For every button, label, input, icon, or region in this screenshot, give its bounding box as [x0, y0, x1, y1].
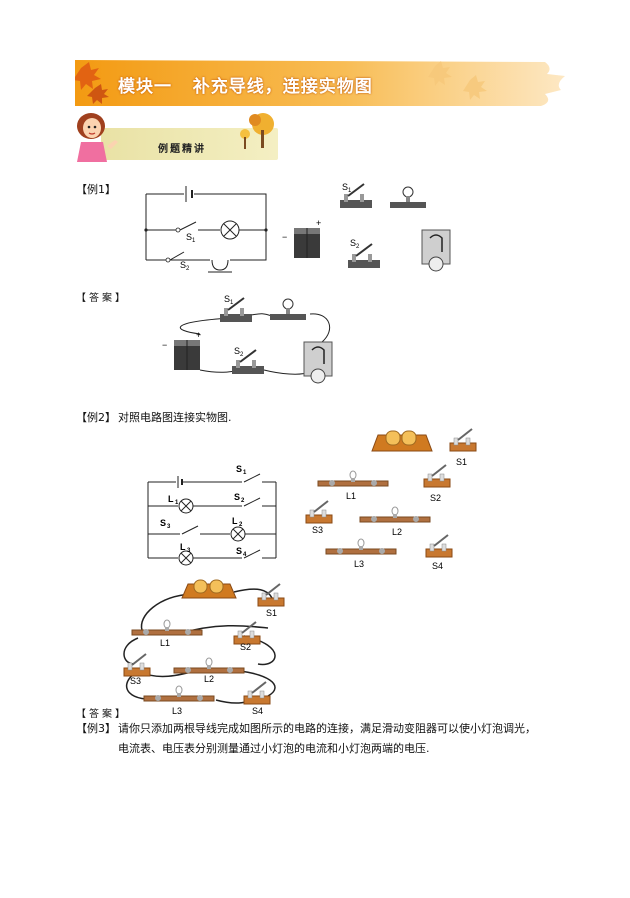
- svg-text:S: S: [236, 546, 242, 556]
- s2-label: S: [180, 260, 186, 270]
- svg-text:S: S: [160, 518, 166, 528]
- example-1-answer-diagram: S 1 + − S 2: [162, 294, 333, 384]
- svg-text:S: S: [236, 464, 242, 474]
- svg-text:L: L: [180, 542, 186, 552]
- svg-text:S4: S4: [432, 561, 443, 571]
- svg-text:S: S: [234, 346, 240, 356]
- bulb-holder-icon: [317, 470, 389, 487]
- s1-label: S: [186, 232, 192, 242]
- bulb-holder-icon: [390, 186, 426, 208]
- svg-text:2: 2: [356, 244, 360, 250]
- battery-holder-icon: [371, 430, 433, 452]
- knife-switch-icon: [220, 297, 252, 322]
- example-3-question-line1: 请你只添加两根导线完成如图所示的电路的连接，满足滑动变阻器可以使小灯泡调光，: [118, 722, 536, 735]
- svg-text:2: 2: [239, 522, 243, 528]
- example-1-answer-label: 【答案】: [76, 293, 128, 304]
- electric-bell-icon: [303, 341, 333, 384]
- svg-text:+: +: [316, 218, 321, 228]
- svg-text:S: S: [342, 182, 348, 192]
- svg-text:L3: L3: [354, 559, 364, 569]
- svg-text:S1: S1: [456, 457, 467, 467]
- knife-switch-icon: [449, 428, 477, 452]
- module-title: 模块一 补充导线，连接实物图: [118, 77, 373, 97]
- example-2-question: 对照电路图连接实物图.: [118, 411, 232, 424]
- knife-switch-icon: [123, 653, 151, 677]
- example-2-schematic: S 1 S 2 S 3 S 4 L 1 L 2 L 3: [147, 464, 277, 566]
- bulb-holder-icon: [359, 506, 431, 523]
- bulb-holder-icon: [325, 538, 397, 555]
- svg-text:L: L: [232, 516, 238, 526]
- svg-text:S: S: [234, 492, 240, 502]
- svg-text:−: −: [282, 232, 287, 242]
- example-2-answer-label: 【答案】: [76, 709, 128, 720]
- svg-text:+: +: [196, 330, 201, 340]
- svg-text:1: 1: [230, 300, 234, 306]
- example-2-components: S1 L1 S2 S3 L2 L3 S4: [305, 428, 477, 571]
- bulb-holder-icon: [143, 685, 215, 702]
- knife-switch-icon: [340, 183, 372, 208]
- svg-text:1: 1: [243, 470, 247, 476]
- svg-text:1: 1: [175, 500, 179, 506]
- example-1-schematic: S 1 S 2: [144, 186, 268, 273]
- svg-text:L: L: [168, 494, 174, 504]
- svg-text:S3: S3: [130, 676, 141, 686]
- autumn-tree-icon: [240, 113, 274, 149]
- battery-box-icon: [174, 340, 200, 370]
- svg-text:L2: L2: [392, 527, 402, 537]
- svg-text:2: 2: [186, 266, 190, 272]
- electric-bell-icon: [421, 229, 451, 272]
- svg-text:S2: S2: [430, 493, 441, 503]
- bulb-holder-icon: [173, 657, 245, 674]
- svg-text:2: 2: [240, 352, 244, 358]
- knife-switch-icon: [425, 534, 453, 558]
- knife-switch-icon: [348, 243, 380, 268]
- knife-switch-icon: [257, 583, 285, 607]
- svg-text:S3: S3: [312, 525, 323, 535]
- knife-switch-icon: [243, 681, 271, 705]
- knife-switch-icon: [423, 464, 451, 488]
- cartoon-girl-icon: [77, 113, 118, 162]
- svg-text:S: S: [224, 294, 230, 304]
- example-3-question-line2: 电流表、电压表分别测量通过小灯泡的电流和小灯泡两端的电压.: [118, 742, 430, 755]
- svg-text:S: S: [350, 238, 356, 248]
- svg-text:L3: L3: [172, 706, 182, 716]
- svg-text:3: 3: [167, 524, 171, 530]
- example-3-label: 【例3】: [76, 722, 116, 735]
- bulb-holder-icon: [270, 298, 306, 320]
- module-banner: [75, 60, 565, 106]
- battery-box-icon: [294, 228, 320, 258]
- knife-switch-icon: [305, 500, 333, 524]
- svg-text:1: 1: [192, 238, 196, 244]
- svg-text:S4: S4: [252, 706, 263, 716]
- example-1-label: 【例1】: [76, 183, 116, 196]
- svg-text:2: 2: [241, 498, 245, 504]
- section-title: 例题精讲: [158, 144, 206, 155]
- section-banner: [77, 113, 278, 162]
- svg-text:3: 3: [187, 548, 191, 554]
- svg-text:L2: L2: [204, 674, 214, 684]
- svg-text:1: 1: [348, 188, 352, 194]
- svg-text:L1: L1: [160, 638, 170, 648]
- knife-switch-icon: [232, 349, 264, 374]
- svg-text:L1: L1: [346, 491, 356, 501]
- svg-text:S2: S2: [240, 642, 251, 652]
- battery-holder-icon: [181, 579, 237, 599]
- svg-text:4: 4: [243, 552, 247, 558]
- svg-text:S1: S1: [266, 608, 277, 618]
- example-1-components: S 1 + − S 2: [282, 182, 451, 272]
- example-2-label: 【例2】: [76, 411, 116, 424]
- example-2-answer-diagram: S1 L1 S2 S3 L2 L3 S4: [123, 579, 285, 716]
- svg-text:−: −: [162, 340, 167, 350]
